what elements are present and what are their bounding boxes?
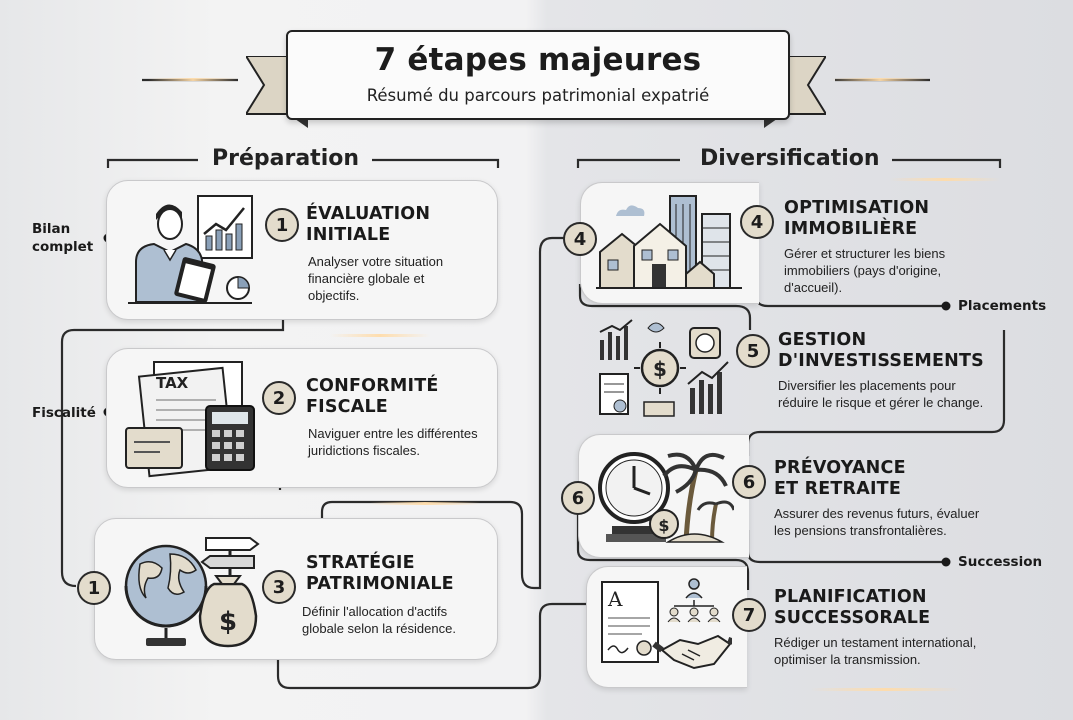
dollar-symbol: $	[658, 516, 669, 535]
dollar-symbol: $	[653, 357, 667, 381]
glow-accent	[330, 334, 430, 337]
page-title: 7 étapes majeures	[374, 42, 702, 78]
step-number-5: 5	[736, 334, 770, 368]
step-description-3: Définir l'allocation d'actifs globale se…	[302, 604, 456, 636]
path-marker-4: 4	[563, 222, 597, 256]
tax-calculator-icon: TAX	[125, 361, 255, 478]
page-subtitle: Résumé du parcours patrimonial expatrié	[366, 86, 710, 105]
tax-label: TAX	[156, 374, 189, 392]
step-number-4: 4	[740, 205, 774, 239]
step-description-1: Analyser votre situation financière glob…	[308, 254, 444, 303]
glow-accent	[810, 688, 960, 691]
step-title-7: PLANIFICATION SUCCESSORALE	[774, 587, 931, 628]
step-title-2: CONFORMITÉ FISCALE	[306, 376, 439, 417]
step-description-4: Gérer et structurer les biens immobilier…	[784, 246, 946, 295]
step-number-7: 7	[732, 598, 766, 632]
step-title-3: STRATÉGIE PATRIMONIALE	[306, 553, 454, 594]
person-with-clipboard-icon	[128, 195, 253, 304]
step-title-6: PRÉVOYANCE ET RETRAITE	[774, 458, 906, 499]
step-title-4: OPTIMISATION IMMOBILIÈRE	[784, 198, 930, 239]
step-description-2: Naviguer entre les différentes juridicti…	[308, 426, 478, 458]
step-number-6: 6	[732, 465, 766, 499]
path-marker-6: 6	[561, 481, 595, 515]
testament-handshake-icon: A	[601, 578, 732, 670]
title-banner: 7 étapes majeures Résumé du parcours pat…	[286, 30, 790, 120]
step-number-3: 3	[262, 570, 296, 604]
globe-money-bag-icon: $	[124, 537, 260, 648]
glow-accent	[148, 78, 238, 81]
step-number-1: 1	[265, 208, 299, 242]
glow-accent	[370, 502, 480, 505]
side-label-succession: Succession	[958, 554, 1043, 570]
step-number-2: 2	[262, 381, 296, 415]
step-title-1: ÉVALUATION INITIALE	[306, 204, 431, 245]
step-description-6: Assurer des revenus futurs, évaluer les …	[774, 506, 980, 538]
section-title-diversification: Diversification	[700, 146, 880, 171]
side-label-bilan: Bilan complet	[32, 221, 94, 255]
dollar-symbol: $	[219, 607, 237, 637]
step-description-7: Rédiger un testament international, opti…	[774, 635, 977, 667]
document-letter: A	[607, 587, 623, 611]
step-title-5: GESTION D'INVESTISSEMENTS	[778, 330, 984, 371]
glow-accent	[890, 178, 1000, 181]
investment-charts-icon: $	[599, 319, 729, 417]
real-estate-icon	[596, 195, 742, 289]
side-label-placements: Placements	[958, 298, 1047, 314]
path-marker-1: 1	[77, 571, 111, 605]
section-title-preparation: Préparation	[212, 146, 360, 171]
step-description-5: Diversifier les placements pour réduire …	[778, 378, 984, 410]
glow-accent	[830, 78, 930, 81]
side-label-fiscalite: Fiscalité	[32, 405, 96, 421]
clock-palm-icon: $	[598, 452, 734, 543]
